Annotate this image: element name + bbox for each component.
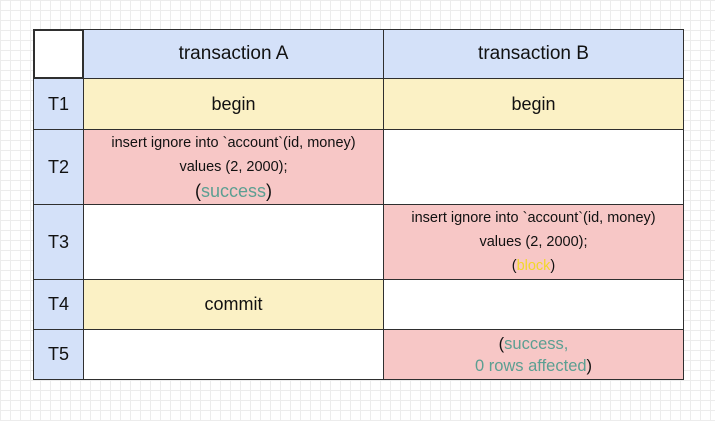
row-label-t1-text: T1 (47, 93, 69, 114)
t3-b-statement-line2: values (2, 2000); (479, 234, 588, 250)
t2-a-statement-line1: insert ignore into `account`(id, money) (111, 135, 356, 151)
t2-a-open-paren: ( (194, 181, 201, 201)
t2-a-status-text: success (200, 181, 267, 201)
t5-b-open-paren: ( (498, 334, 505, 353)
t3-b-open-paren: ( (511, 258, 517, 274)
t3-transaction-b-cell: insert ignore into `account`(id, money) … (383, 204, 684, 280)
t5-b-status-text-2: 0 rows affected (474, 356, 587, 375)
row-label-t5: T5 (33, 329, 84, 380)
t5-b-status-line2: 0 rows affected) (475, 355, 592, 377)
t2-a-status: (success) (195, 179, 272, 203)
t2-transaction-b-cell (383, 129, 684, 205)
t5-b-status-text-1: success, (504, 334, 569, 353)
header-transaction-a-label: transaction A (178, 43, 289, 64)
t3-transaction-a-cell (83, 204, 384, 280)
t3-b-status: (block) (512, 254, 556, 278)
row-label-t5-text: T5 (47, 344, 69, 364)
t1-transaction-b-text: begin (511, 93, 556, 114)
row-label-t4-text: T4 (47, 294, 69, 314)
t4-transaction-b-cell (383, 279, 684, 330)
t1-transaction-b-cell: begin (383, 78, 684, 130)
t2-a-close-paren: ) (266, 181, 273, 201)
t2-a-statement-line2: values (2, 2000); (179, 159, 288, 175)
t3-b-statement-line1: insert ignore into `account`(id, money) (411, 210, 656, 226)
t5-b-status-line1: (success, (499, 333, 569, 355)
t4-transaction-a-text: commit (204, 294, 263, 314)
row-label-t3-text: T3 (47, 231, 69, 252)
row-label-t1: T1 (33, 78, 84, 130)
header-transaction-a: transaction A (83, 29, 384, 79)
t3-b-close-paren: ) (550, 258, 556, 274)
t4-transaction-a-cell: commit (83, 279, 384, 330)
row-label-t3: T3 (33, 204, 84, 280)
header-transaction-b-label: transaction B (478, 43, 589, 64)
corner-cell (33, 29, 84, 79)
t1-transaction-a-text: begin (211, 93, 256, 114)
t3-b-status-text: block (516, 258, 551, 274)
t5-b-close-paren: ) (586, 356, 593, 375)
row-label-t2-text: T2 (47, 156, 69, 177)
row-label-t4: T4 (33, 279, 84, 330)
t5-transaction-a-cell (83, 329, 384, 380)
t2-transaction-a-cell: insert ignore into `account`(id, money) … (83, 129, 384, 205)
header-transaction-b: transaction B (383, 29, 684, 79)
t5-transaction-b-cell: (success, 0 rows affected) (383, 329, 684, 380)
t1-transaction-a-cell: begin (83, 78, 384, 130)
row-label-t2: T2 (33, 129, 84, 205)
